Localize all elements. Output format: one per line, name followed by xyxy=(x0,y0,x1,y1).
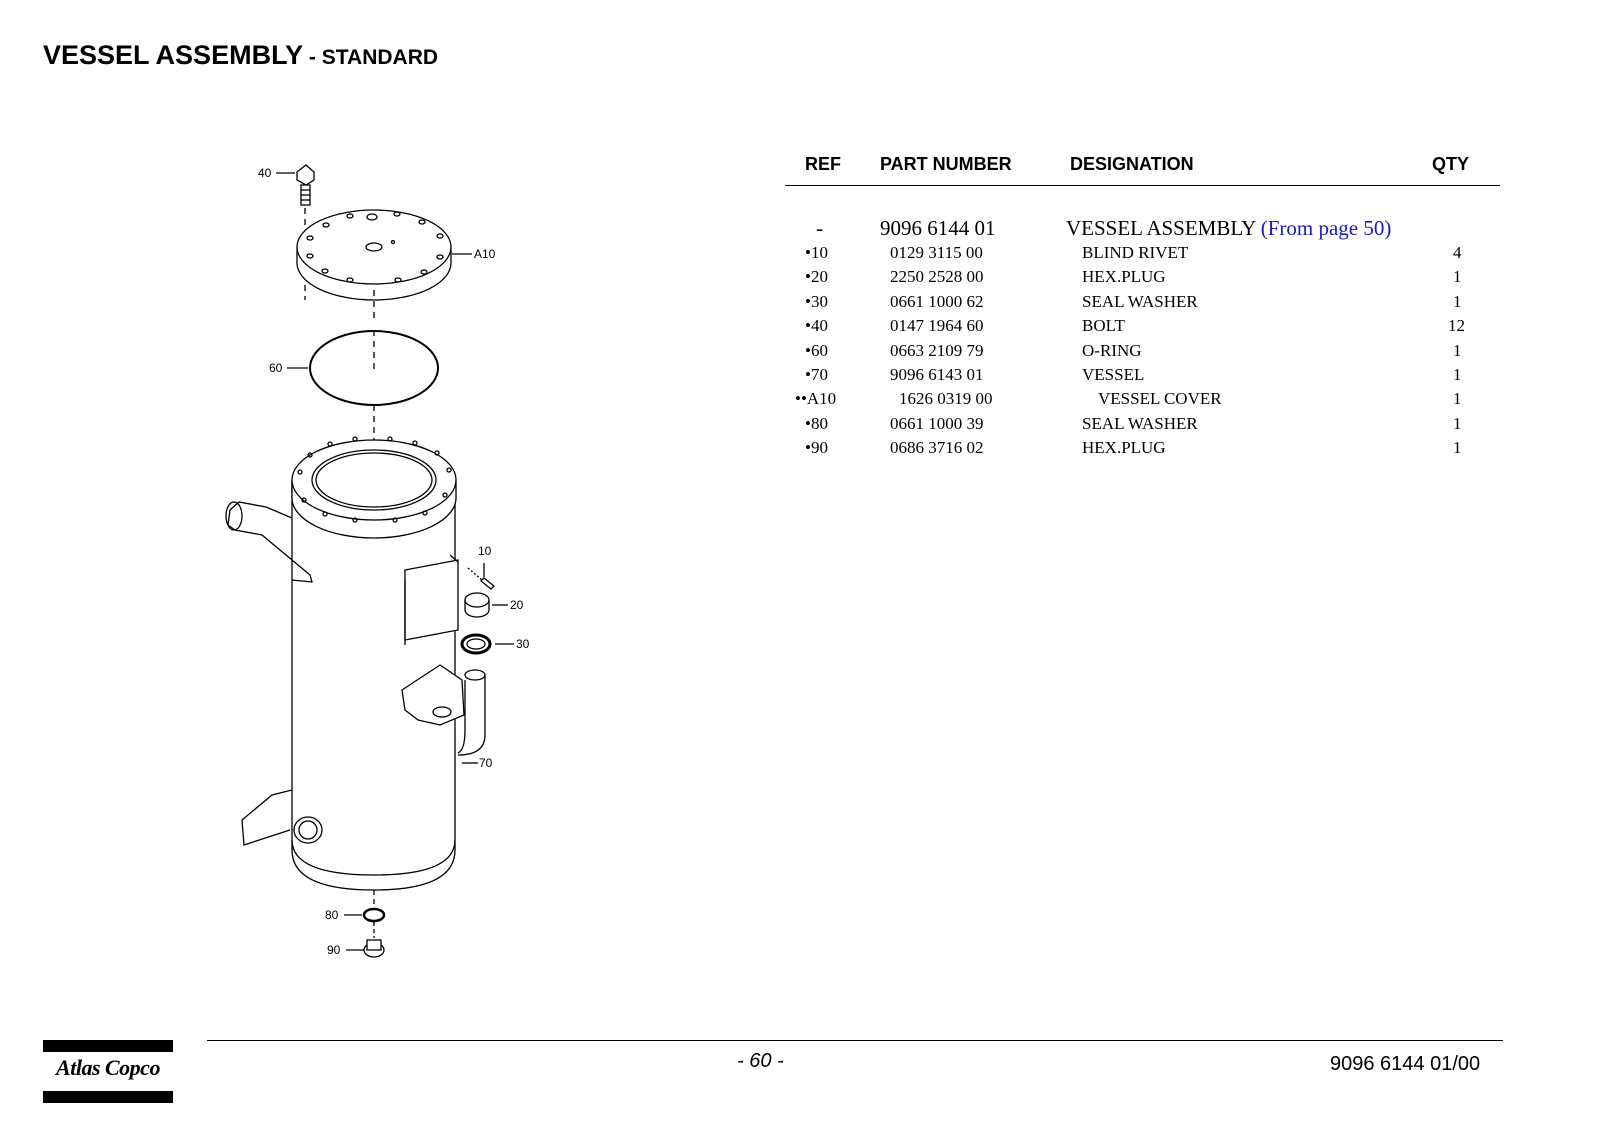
atlas-copco-logo: Atlas Copco xyxy=(43,1040,173,1104)
table-row: •90 0686 3716 02 HEX.PLUG 1 xyxy=(785,438,1500,462)
row-ref: •90 xyxy=(805,438,828,458)
callout-80: 80 xyxy=(325,908,339,922)
row-part-number: 0129 3115 00 xyxy=(890,243,983,262)
vessel-drawing-svg: 40 A10 60 10 20 30 70 80 90 xyxy=(225,164,530,958)
row-designation: BLIND RIVET xyxy=(1082,243,1189,262)
row-part-number: 0686 3716 02 xyxy=(890,438,984,458)
callout-70: 70 xyxy=(479,756,493,770)
row-part-number: 0661 1000 62 xyxy=(890,291,984,311)
page-title: VESSEL ASSEMBLY - STANDARD xyxy=(43,40,438,71)
callout-90: 90 xyxy=(327,943,341,957)
row-designation: SEAL WASHER xyxy=(1082,291,1198,311)
row-designation: VESSEL COVER xyxy=(1098,389,1222,409)
document-number: 9096 6144 01/00 xyxy=(1330,1053,1481,1075)
callout-20: 20 xyxy=(510,598,524,612)
row-part-number: 0661 1000 39 xyxy=(890,413,984,433)
vessel-cover-part xyxy=(296,209,452,301)
row-designation: SEAL WASHER xyxy=(1082,413,1198,433)
header-ref: REF xyxy=(805,154,841,174)
row-ref: •20 xyxy=(805,267,828,287)
row-ref: •10 xyxy=(805,243,828,262)
row-designation: O-RING xyxy=(1082,340,1142,360)
table-row: •20 2250 2528 00 HEX.PLUG 1 xyxy=(785,267,1500,291)
assembly-part-number: 9096 6144 01 xyxy=(880,216,996,240)
page-title-sub: - STANDARD xyxy=(303,46,439,69)
table-row: •40 0147 1964 60 BOLT 12 xyxy=(785,316,1500,340)
header-qty: QTY xyxy=(1432,154,1470,174)
row-ref: ••A10 xyxy=(795,389,837,409)
table-row: •70 9096 6143 01 VESSEL 1 xyxy=(785,365,1500,389)
row-part-number: 9096 6143 01 xyxy=(890,364,984,384)
row-part-number: 0663 2109 79 xyxy=(890,340,984,360)
row-ref: •30 xyxy=(805,291,828,311)
row-designation: BOLT xyxy=(1082,316,1125,336)
row-qty: 4 xyxy=(1453,243,1462,262)
parts-list-rows: - 9096 6144 01 VESSEL ASSEMBLY (From pag… xyxy=(785,216,1500,463)
assembly-designation-text: VESSEL ASSEMBLY xyxy=(1066,216,1256,240)
callout-40: 40 xyxy=(258,166,272,180)
row-part-number: 0147 1964 60 xyxy=(890,316,984,336)
row-designation: VESSEL xyxy=(1082,364,1145,384)
assembly-designation: VESSEL ASSEMBLY (From page 50) xyxy=(1066,216,1391,241)
row-qty: 1 xyxy=(1453,267,1462,287)
callout-10: 10 xyxy=(478,544,492,558)
row-qty: 1 xyxy=(1453,340,1462,360)
row-ref: •60 xyxy=(805,340,828,360)
row-qty: 1 xyxy=(1453,389,1462,409)
callout-30: 30 xyxy=(516,637,530,651)
row-ref: •80 xyxy=(805,413,828,433)
row-designation: HEX.PLUG xyxy=(1082,438,1166,458)
table-row: •10 0129 3115 00 BLIND RIVET 4 xyxy=(785,243,1500,267)
footer-divider xyxy=(207,1040,1503,1041)
parts-list-table: REF PART NUMBER DESIGNATION QTY - 9096 6… xyxy=(785,150,1500,457)
parts-list-header: REF PART NUMBER DESIGNATION QTY xyxy=(785,150,1500,186)
row-part-number: 1626 0319 00 xyxy=(899,389,993,409)
row-ref: •70 xyxy=(805,364,828,384)
seal-washer-part-80 xyxy=(362,907,386,923)
logo-text: Atlas Copco xyxy=(56,1055,160,1080)
row-qty: 1 xyxy=(1453,438,1462,458)
page-number: - 60 - xyxy=(737,1050,784,1072)
seal-washer-part-30 xyxy=(460,633,492,655)
hex-plug-part-20 xyxy=(464,592,490,618)
header-part-number: PART NUMBER xyxy=(880,154,1012,174)
table-row: •80 0661 1000 39 SEAL WASHER 1 xyxy=(785,414,1500,438)
from-page-link[interactable]: (From page 50) xyxy=(1260,216,1392,240)
header-designation: DESIGNATION xyxy=(1070,154,1194,174)
callout-60: 60 xyxy=(269,361,283,375)
exploded-view-drawing: 40 A10 60 10 20 30 70 80 90 xyxy=(200,150,580,1000)
assembly-ref: - xyxy=(816,216,823,240)
assembly-row: - 9096 6144 01 VESSEL ASSEMBLY (From pag… xyxy=(785,216,1500,240)
table-row: ••A10 1626 0319 00 VESSEL COVER 1 xyxy=(785,389,1500,413)
logo-bottom-bar xyxy=(43,1091,173,1103)
row-qty: 1 xyxy=(1453,291,1462,311)
logo-top-bar xyxy=(43,1040,173,1052)
callout-a10: A10 xyxy=(474,247,496,261)
table-row: •60 0663 2109 79 O-RING 1 xyxy=(785,341,1500,365)
vessel-body-part xyxy=(225,436,486,891)
row-part-number: 2250 2528 00 xyxy=(890,267,984,287)
row-qty: 12 xyxy=(1448,316,1465,336)
row-qty: 1 xyxy=(1453,413,1462,433)
row-ref: •40 xyxy=(805,316,828,336)
bolt-part xyxy=(296,164,315,206)
table-row: •30 0661 1000 62 SEAL WASHER 1 xyxy=(785,292,1500,316)
hex-plug-part-90 xyxy=(363,939,385,958)
page-title-main: VESSEL ASSEMBLY xyxy=(43,40,304,70)
row-designation: HEX.PLUG xyxy=(1082,267,1166,287)
row-qty: 1 xyxy=(1453,364,1462,384)
